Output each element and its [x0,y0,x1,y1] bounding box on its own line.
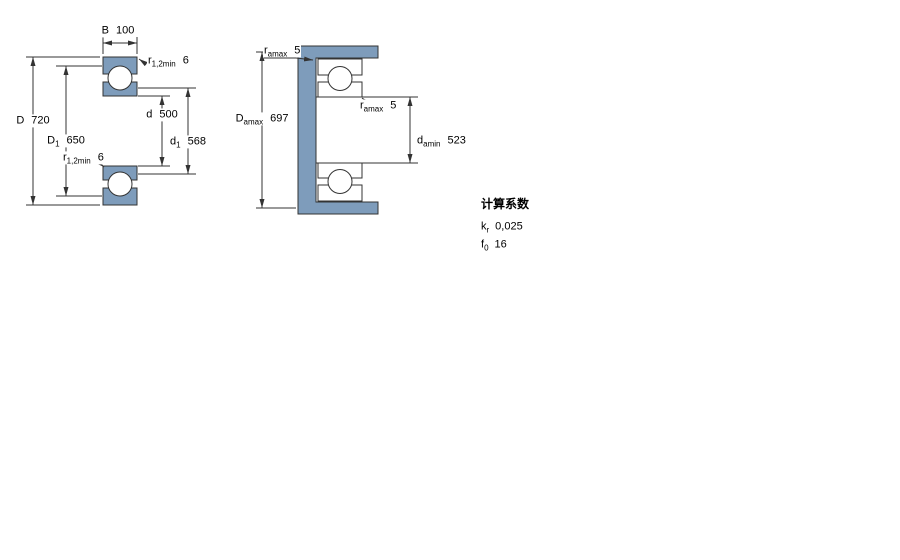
ball-outline-top [327,66,353,91]
dim-value: 697 [270,112,289,125]
dim-value: 720 [31,114,50,127]
dim-subscript: 1 [176,140,181,150]
dim-subscript: amax [267,49,288,59]
calc-factor-kr: kr 0,025 [480,220,524,235]
dim-subscript: amax [363,104,384,114]
dim-label-D1: D1 650 [46,134,86,149]
dim-symbol: D [16,114,25,127]
dim-value: 500 [159,108,178,121]
dim-label-r12min-bottom: r1,2min 6 [62,151,105,166]
dim-label-B: B 100 [100,24,136,38]
dim-value: 100 [115,24,135,37]
dim-symbol: B [101,24,109,37]
dim-value: 5 [294,44,301,57]
dim-label-ramax-top: ramax 5 [263,44,302,59]
dimension-B [102,37,138,54]
leader-r12min-top [138,58,148,67]
factor-subscript: r [486,225,490,235]
dim-symbol: D [47,134,56,147]
factor-symbol: f [481,238,485,251]
dim-value: 6 [97,151,104,164]
dim-value: 650 [66,134,85,147]
calc-factors-title: 计算系数 [481,196,530,211]
dim-subscript: 1,2min [151,59,176,69]
dimension-D1 [56,65,102,197]
ball-outline-bottom [327,169,353,194]
dimension-D [26,56,100,206]
dim-symbol: d [146,108,153,121]
dim-symbol: D [235,112,244,125]
dim-symbol: r [264,44,268,57]
calc-factor-f0: f0 16 [480,238,508,253]
dim-label-D: D 720 [15,114,51,128]
bearing-cross-section-view [26,37,196,206]
dim-subscript: amin [423,139,441,149]
dim-label-ramax-mid: ramax 5 [359,99,398,114]
dim-value: 5 [390,99,397,112]
dim-label-r12min-top: r1,2min 6 [147,54,190,69]
factor-value: 16 [494,238,507,251]
ball-bottom [107,171,133,197]
dimension-Damax [256,51,296,209]
dim-value: 568 [187,135,206,148]
factor-subscript: 0 [484,243,489,253]
dim-label-d1: d1 568 [169,135,207,150]
dim-subscript: 1,2min [66,156,91,166]
dim-symbol: r [148,54,152,67]
dim-subscript: 1 [55,139,60,149]
factor-value: 0,025 [495,220,523,233]
shaft-housing-abutment [297,45,379,215]
mounting-dimensions-view [256,45,418,215]
dim-label-d: d 500 [145,108,179,122]
leader-ramax-top [264,56,314,62]
dim-symbol: d [170,135,177,148]
dimension-d1 [138,87,196,175]
dim-symbol: d [417,134,424,147]
dim-symbol: r [63,151,67,164]
ball-top [107,65,133,91]
dim-symbol: r [360,99,364,112]
dim-value: 523 [447,134,466,147]
dim-subscript: amax [243,117,264,127]
dim-label-damin: damin 523 [416,134,467,149]
dim-value: 6 [182,54,189,67]
factor-symbol: k [481,220,487,233]
dim-label-Damax: Damax 697 [234,112,290,127]
dimension-d [138,95,170,167]
